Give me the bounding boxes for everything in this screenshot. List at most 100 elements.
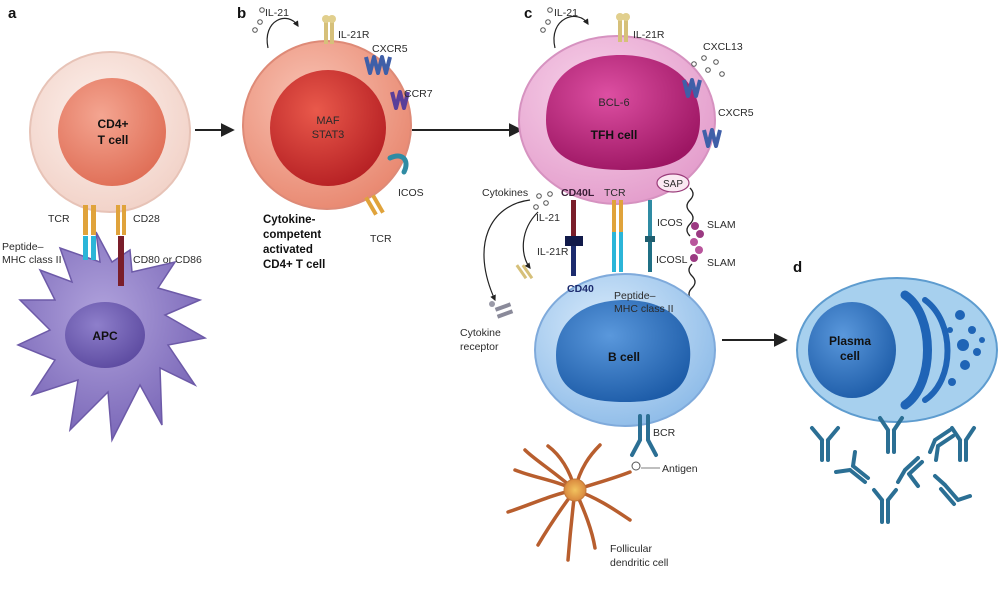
sap-label: SAP — [663, 179, 683, 190]
icos-receptor-b — [387, 153, 409, 175]
icosl-label: ICOSL — [656, 254, 688, 266]
cxcl13-label: CXCL13 — [703, 41, 743, 53]
fdc-label-line1: Follicular — [610, 543, 653, 555]
bcr-receptor — [630, 414, 658, 457]
il21-label-c: IL-21 — [554, 7, 578, 19]
apc-cell — [16, 231, 208, 443]
slam-tail-top — [686, 187, 694, 237]
cd4-t-cell-label-line2: T cell — [98, 133, 129, 147]
il21-label-b: IL-21 — [265, 7, 289, 19]
stat3-label: STAT3 — [312, 129, 345, 141]
fdc-label-line2: dendritic cell — [610, 557, 668, 569]
il21-arrow — [522, 211, 539, 269]
icos-icosl-pair — [645, 200, 655, 272]
il21-secretion-c — [540, 7, 589, 49]
er-band-2 — [922, 297, 951, 403]
antibodies — [810, 416, 976, 524]
bcl6-label: BCL-6 — [598, 97, 629, 109]
slam-receptor-pair — [690, 222, 704, 262]
tcr-label-a: TCR — [48, 213, 70, 225]
cytokine-dots — [533, 191, 553, 210]
tcr-label-c: TCR — [604, 187, 626, 199]
cytokine-receptor-label-line2: receptor — [460, 341, 499, 353]
cxcl13-chemokine — [691, 55, 725, 77]
cxcr5-label-b: CXCR5 — [372, 43, 408, 55]
apc-label: APC — [92, 329, 118, 343]
cytokines-label: Cytokines — [482, 187, 528, 199]
b-cell-nucleus — [556, 300, 691, 402]
tfh-cell-label: TFH cell — [591, 128, 638, 142]
antibody-1 — [810, 426, 840, 462]
tcr-b — [364, 194, 385, 216]
tfh-nucleus — [546, 55, 700, 170]
antibody-4 — [896, 456, 924, 488]
er-band-1 — [900, 290, 932, 410]
b-cell-label: B cell — [608, 350, 640, 364]
cxcr5-receptor-c1 — [682, 78, 702, 98]
antibody-5 — [928, 428, 955, 462]
panel-label-c: c — [524, 5, 532, 22]
cd28-label: CD28 — [133, 213, 160, 225]
il21-label-c2: IL-21 — [536, 212, 560, 224]
il21r-receptor-c — [616, 13, 630, 42]
il21r-label-b: IL-21R — [338, 29, 370, 41]
cxcr5-receptor-b — [364, 55, 392, 75]
plasma-cell — [796, 277, 998, 423]
cxcr5-receptor-c2 — [702, 128, 722, 148]
cytokine-arrow — [483, 199, 531, 302]
activated-caption-line3: activated — [263, 244, 313, 256]
sap-protein — [656, 173, 690, 193]
panel-label-b: b — [237, 5, 246, 22]
cd40l-cd40-pair — [565, 200, 583, 276]
peptide-mhc-label-line1-a: Peptide– — [2, 241, 44, 253]
antibody-2 — [834, 450, 870, 484]
icos-label-c: ICOS — [657, 217, 683, 229]
antigen-label: Antigen — [662, 463, 698, 475]
cytokine-receptor — [489, 301, 514, 319]
il21r-label-c: IL-21R — [633, 29, 665, 41]
activated-caption-line1: Cytokine- — [263, 214, 316, 226]
cd40l-label: CD40L — [561, 187, 595, 199]
bcr-label: BCR — [653, 427, 676, 439]
b-cell — [534, 273, 716, 427]
plasma-cell-label-line1: Plasma — [829, 334, 871, 348]
cxcr5-label-c: CXCR5 — [718, 107, 754, 119]
cd4-t-cell-label-line1: CD4+ — [97, 117, 128, 131]
activated-caption-line4: CD4+ T cell — [263, 259, 325, 271]
fdc-body — [563, 478, 587, 502]
antibody-8 — [933, 474, 972, 506]
tfh-cell — [518, 35, 716, 205]
antibody-6 — [950, 426, 976, 462]
cd80-cd86-label: CD80 or CD86 — [133, 254, 202, 266]
panel-label-a: a — [8, 5, 17, 22]
icos-label-b: ICOS — [398, 187, 424, 199]
maf-label: MAF — [316, 115, 340, 127]
il21r-receptor-b — [322, 15, 336, 44]
panel-label-d: d — [793, 259, 802, 276]
cd4-t-cell — [29, 51, 191, 213]
plasma-cell-label-line2: cell — [840, 349, 860, 363]
antibody-3 — [878, 416, 904, 454]
apc-nucleus — [65, 302, 145, 368]
ccr7-label: CCR7 — [404, 88, 433, 100]
cd4-t-cell-nucleus — [58, 78, 166, 186]
antibody-7 — [872, 488, 898, 524]
il21r-on-b — [515, 264, 534, 280]
cytokine-receptor-label-line1: Cytokine — [460, 327, 501, 339]
tcr-label-b: TCR — [370, 233, 392, 245]
ccr7-receptor — [390, 90, 410, 110]
slam-label-bottom: SLAM — [707, 257, 736, 269]
tcr-mhc-pair-c — [612, 200, 623, 272]
il21r-label-c2: IL-21R — [537, 246, 569, 258]
tcr-mhc-synapse — [83, 205, 126, 286]
activated-cell-nucleus — [270, 70, 386, 186]
plasma-nucleus — [808, 302, 896, 398]
peptide-mhc-label-line2-a: MHC class II — [2, 254, 62, 266]
peptide-mhc-label-line1-c: Peptide– — [614, 290, 656, 302]
slam-label-top: SLAM — [707, 219, 736, 231]
cd40-label: CD40 — [567, 283, 594, 295]
peptide-mhc-label-line2-c: MHC class II — [614, 303, 674, 315]
activated-cd4-t-cell — [242, 40, 412, 210]
